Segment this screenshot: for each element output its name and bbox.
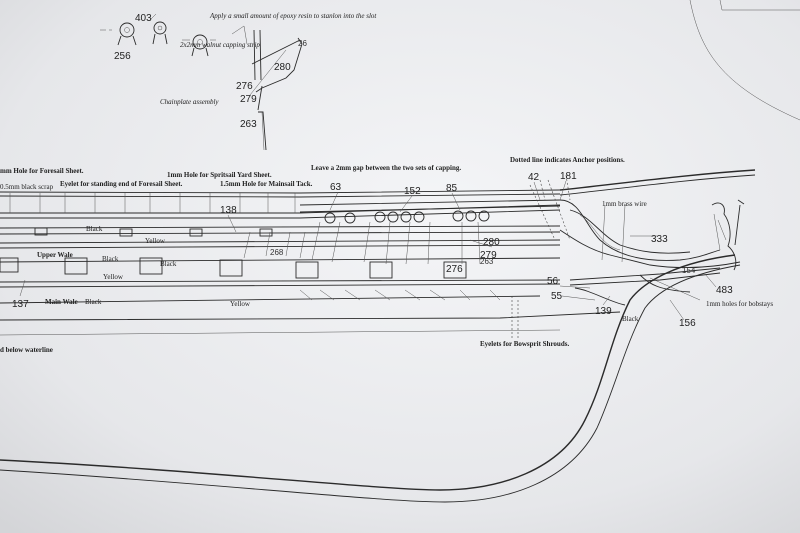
part-280: 280: [483, 237, 500, 248]
note-below-waterline: d below waterline: [0, 346, 53, 354]
label-main-wale: Main Wale: [45, 298, 78, 306]
note-capping-gap: Leave a 2mm gap between the two sets of …: [311, 164, 461, 172]
part-181: 181: [560, 171, 577, 182]
part-137: 137: [12, 299, 29, 310]
detail-label-26: 26: [298, 39, 307, 48]
part-55: 55: [551, 291, 563, 302]
note-spritsail-sheet: 1mm Hole for Spritsail Yard Sheet.: [167, 171, 272, 179]
hull-outline: [0, 189, 741, 503]
note-brass-wire: 1mm brass wire: [602, 200, 647, 208]
detail-label-276: 276: [236, 81, 253, 92]
part-483: 483: [716, 285, 733, 296]
capping-strip-note: 2x2mm walnut capping strip: [180, 41, 260, 49]
upper-right-outline: [689, 0, 800, 121]
detail-label-279: 279: [240, 94, 257, 105]
label-yellow-3: Yellow: [230, 300, 251, 308]
detail-label-280: 280: [274, 62, 291, 73]
label-black-3: Black: [160, 260, 177, 268]
epoxy-note: Apply a small amount of epoxy resin to s…: [209, 12, 377, 20]
part-numbers: 63 152 85 42 181 138 268 280 279 276 263…: [12, 171, 733, 329]
leader-lines: [19, 180, 717, 321]
part-85: 85: [446, 183, 458, 194]
note-black-scrap: 0.5mm black scrap: [0, 183, 54, 191]
label-black-2: Black: [102, 255, 119, 263]
part-139: 139: [595, 306, 612, 317]
chainplate-assembly-note: Chainplate assembly: [160, 98, 219, 106]
note-bowsprit-shrouds: Eyelets for Bowsprit Shrouds.: [480, 340, 569, 348]
part-63: 63: [330, 182, 342, 193]
dotted-markers: [511, 174, 571, 338]
detail-label-403: 403: [135, 13, 152, 24]
annotations: mm Hole for Foresail Sheet. Eyelet for s…: [0, 156, 773, 354]
part-154: 154: [682, 266, 696, 275]
label-yellow-1: Yellow: [145, 237, 166, 245]
deadeye-rail: [243, 199, 561, 301]
part-279: 279: [480, 250, 497, 261]
label-black-bow: Black: [622, 315, 639, 323]
part-276: 276: [446, 264, 463, 275]
note-foresail-sheet: mm Hole for Foresail Sheet.: [0, 167, 84, 175]
detail-label-263: 263: [240, 119, 257, 130]
part-268: 268: [270, 248, 284, 257]
rail-stanchions: [9, 193, 296, 213]
label-yellow-2: Yellow: [103, 273, 124, 281]
note-eyelet-foresail: Eyelet for standing end of Foresail Shee…: [60, 180, 183, 188]
label-black-1: Black: [86, 225, 103, 233]
detail-drawings: 403 256 Apply a small amount of epoxy re…: [100, 12, 377, 151]
part-263: 263: [480, 257, 494, 266]
note-anchor-positions: Dotted line indicates Anchor positions.: [510, 156, 625, 164]
part-56: 56: [547, 276, 559, 287]
part-42: 42: [528, 172, 540, 183]
note-mainsail-tack: 1.5mm Hole for Mainsail Tack.: [220, 180, 313, 188]
bow-section: [529, 169, 756, 306]
label-black-main-wale: Black: [85, 298, 102, 306]
part-333: 333: [651, 234, 668, 245]
part-156: 156: [679, 318, 696, 329]
label-upper-wale: Upper Wale: [37, 251, 73, 259]
note-bobstays: 1mm holes for bobstays: [706, 300, 773, 308]
part-138: 138: [220, 205, 237, 216]
detail-label-256: 256: [114, 51, 131, 62]
part-152: 152: [404, 186, 421, 197]
gun-ports: [0, 227, 467, 279]
